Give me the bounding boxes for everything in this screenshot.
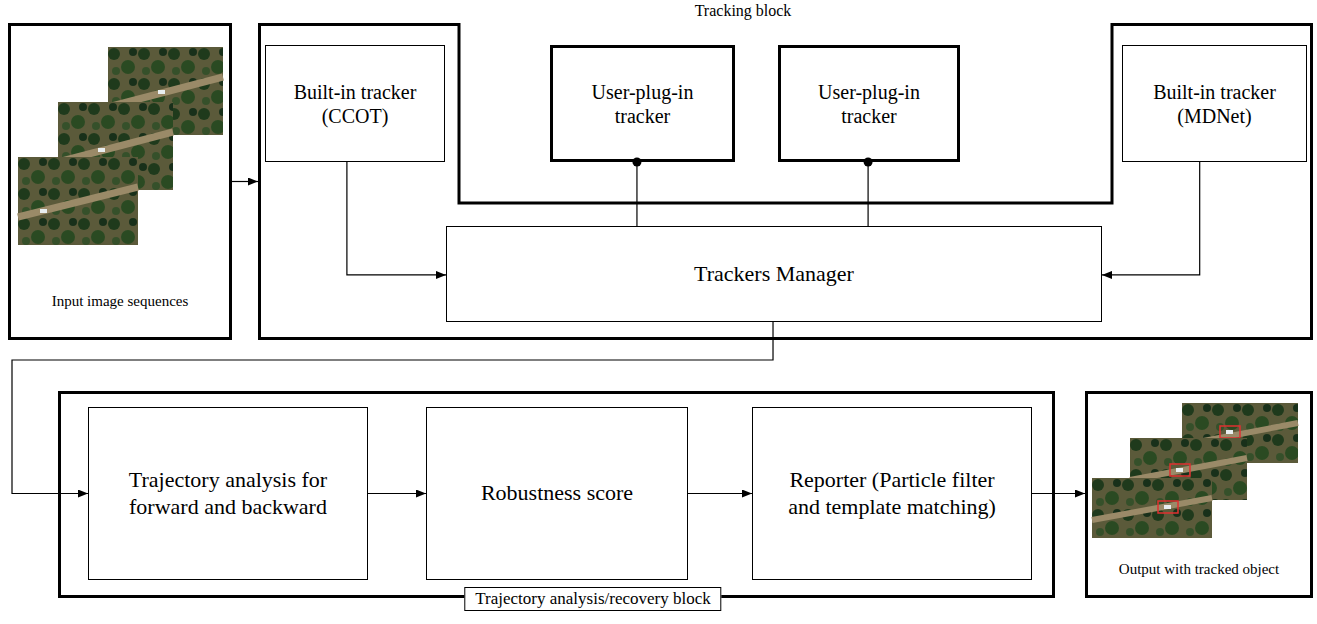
tracking-block: Tracking blockBuilt-in tracker (CCOT)Bui…	[258, 23, 1313, 340]
node-label: Trackers Manager	[694, 261, 854, 287]
node-label: Robustness score	[481, 480, 633, 506]
connector	[1102, 162, 1200, 275]
node-label: Output with tracked object	[1119, 560, 1279, 578]
node-label: Built-in tracker (MDNet)	[1135, 80, 1295, 128]
block-outline	[258, 23, 1313, 340]
output-panel: Output with tracked object	[1085, 391, 1313, 598]
manager-box: Trackers Manager	[446, 226, 1102, 322]
tracker-box: Built-in tracker (MDNet)	[1122, 45, 1307, 162]
node-label: Trajectory analysis/recovery block	[464, 587, 721, 611]
connector	[347, 162, 446, 275]
node-label: Reporter (Particle filter and template m…	[787, 467, 997, 520]
process-box: Reporter (Particle filter and template m…	[752, 407, 1032, 580]
connector	[1032, 493, 1085, 494]
aerial-frame	[1092, 478, 1212, 538]
connector	[636, 162, 637, 226]
connector	[867, 162, 868, 226]
node-label: Input image sequences	[52, 292, 189, 310]
node-label: User-plug-in tracker	[804, 80, 934, 128]
input-panel: Input image sequences	[8, 23, 232, 340]
connector	[368, 493, 426, 494]
plugin-box: User-plug-in tracker	[778, 45, 960, 162]
node-label: Trajectory analysis for forward and back…	[108, 467, 348, 520]
process-box: Trajectory analysis for forward and back…	[88, 407, 368, 580]
process-box: Robustness score	[426, 407, 688, 580]
plugin-box: User-plug-in tracker	[550, 45, 735, 162]
connector	[688, 493, 752, 494]
tracker-box: Built-in tracker (CCOT)	[265, 45, 445, 162]
node-label: User-plug-in tracker	[578, 80, 708, 128]
node-label: Built-in tracker (CCOT)	[275, 80, 435, 128]
node-label: Tracking block	[695, 1, 792, 20]
aerial-frame	[18, 157, 138, 245]
block-outline	[260, 25, 1312, 339]
connector	[232, 181, 258, 182]
recovery-block: Trajectory analysis/recovery blockTrajec…	[58, 391, 1055, 598]
connector	[12, 322, 773, 494]
